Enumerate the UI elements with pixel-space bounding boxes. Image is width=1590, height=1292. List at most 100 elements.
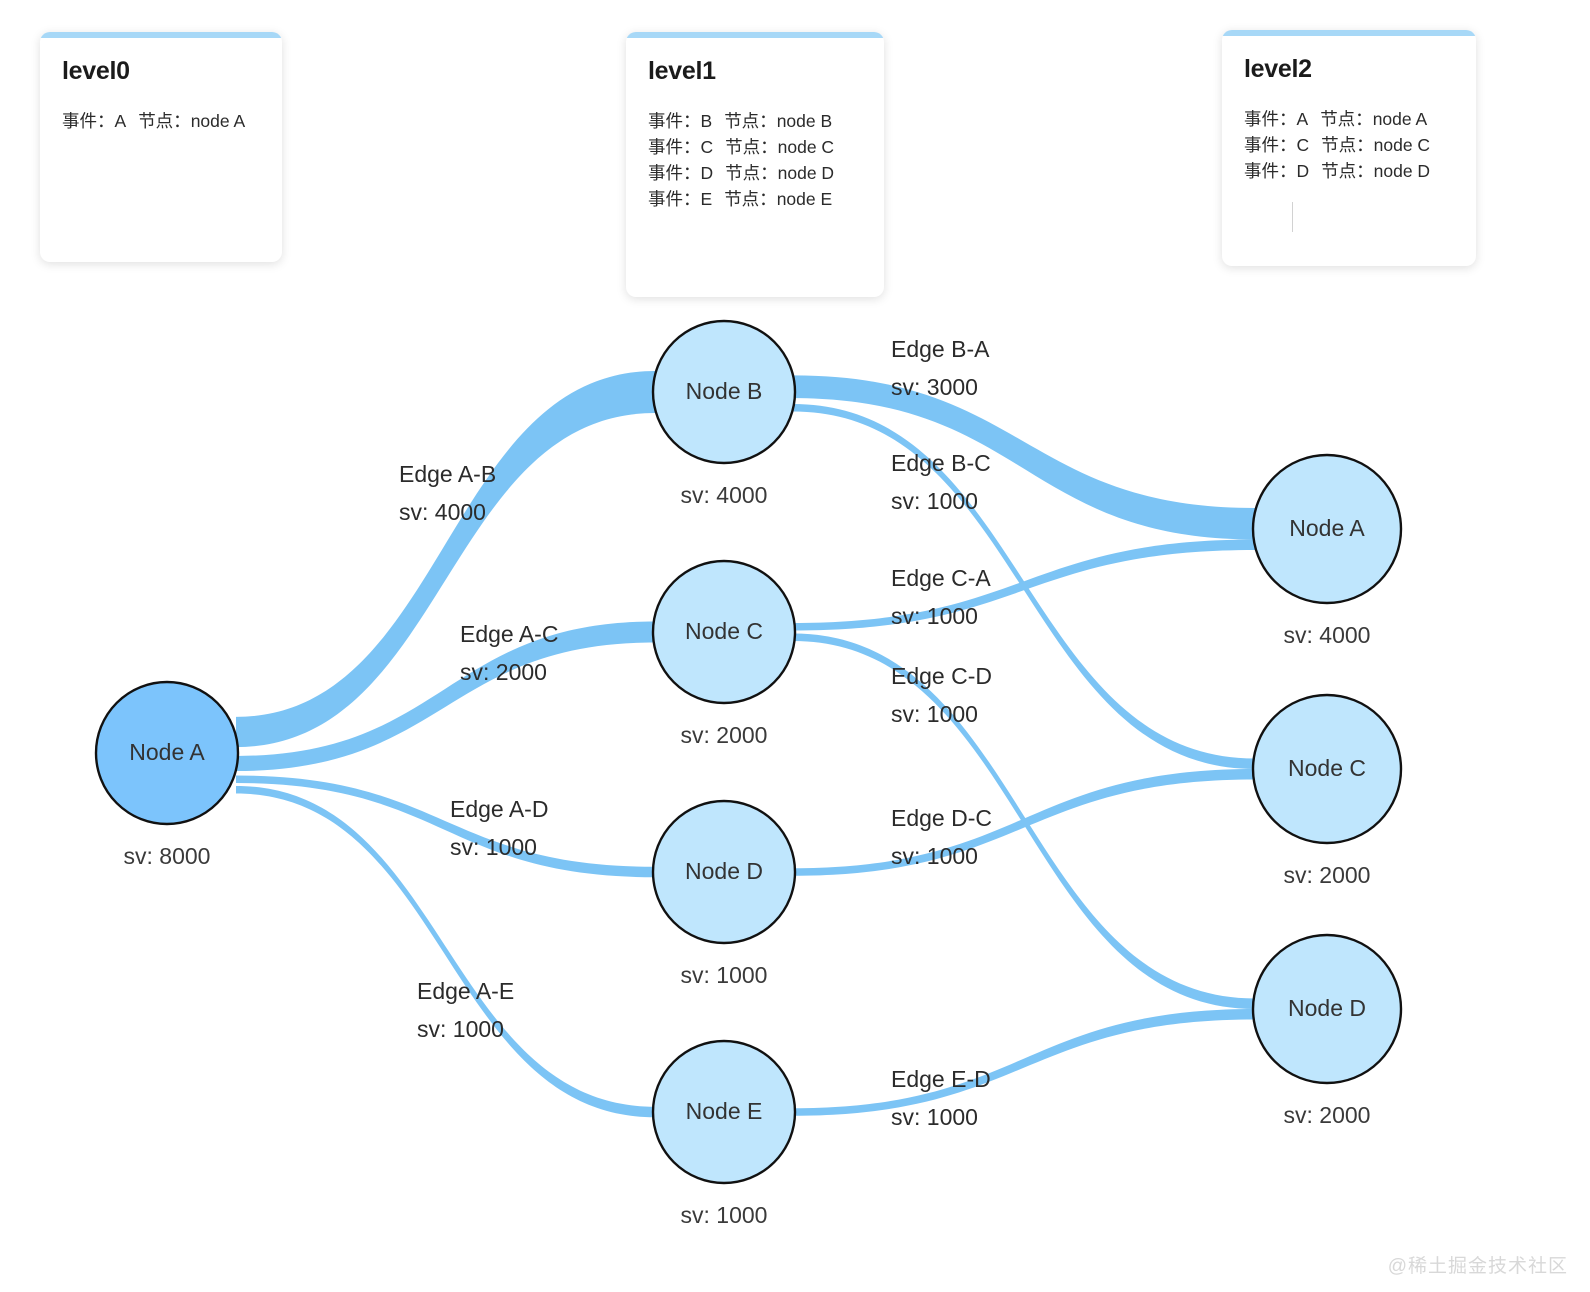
node-value: node D — [777, 162, 835, 183]
event-label: 事件： — [62, 110, 115, 131]
node-circle[interactable] — [651, 1039, 797, 1185]
node-circle[interactable] — [651, 799, 797, 945]
edge-label-d-c: Edge D-C sv: 1000 — [891, 805, 992, 869]
node-sv-label: sv: 8000 — [124, 843, 211, 869]
node-label: Node D — [685, 858, 763, 884]
node-circle[interactable] — [1251, 933, 1403, 1085]
node-sv-label: sv: 2000 — [681, 722, 768, 748]
event-label: 事件： — [648, 162, 701, 183]
event-value: D — [700, 162, 714, 183]
event-label: 事件： — [648, 110, 701, 131]
level-card-row: 事件：E 节点：node E — [648, 186, 862, 212]
node-sv-label: sv: 4000 — [681, 482, 768, 508]
edge-label-c-a: Edge C-Asv: 1000 — [891, 565, 991, 629]
sankey-edge-c-a[interactable] — [793, 539, 1255, 631]
edge-sv-label: sv: 1000 — [891, 488, 978, 514]
edge-sv-label: sv: 3000 — [891, 374, 978, 400]
edge-label-a-d: Edge A-D sv: 1000 — [450, 796, 548, 860]
edge-label-a-c: Edge A-C sv: 2000 — [460, 621, 558, 685]
node-circle[interactable] — [651, 319, 797, 465]
edge-sv-label: sv: 1000 — [417, 1016, 504, 1042]
edge-name-label: Edge A-C — [460, 621, 558, 647]
sankey-node-l1-e[interactable]: Node Esv: 1000 — [651, 1039, 797, 1228]
node-value: node C — [777, 136, 835, 157]
node-label: Node C — [1288, 755, 1366, 781]
event-value: B — [700, 110, 713, 131]
node-label: 节点： — [725, 136, 778, 157]
sankey-node-l2-c[interactable]: Node Csv: 2000 — [1251, 693, 1403, 888]
node-sv-label: sv: 4000 — [1284, 622, 1371, 648]
edge-name-label: Edge C-A — [891, 565, 991, 591]
watermark: @稀土掘金技术社区 — [1387, 1256, 1568, 1277]
sankey-node-l1-d[interactable]: Node Dsv: 1000 — [651, 799, 797, 988]
event-value: E — [700, 188, 713, 209]
sankey-edge-a-c[interactable] — [236, 621, 655, 772]
sankey-edge-b-a[interactable] — [793, 375, 1255, 540]
level-card-title: level2 — [1244, 55, 1312, 83]
edge-sv-label: sv: 1000 — [891, 1104, 978, 1130]
edge-label-a-b: Edge A-Bsv: 4000 — [399, 461, 496, 525]
sankey-node-l2-d[interactable]: Node Dsv: 2000 — [1251, 933, 1403, 1128]
edge-sv-label: sv: 1000 — [891, 701, 978, 727]
sankey-node-l1-b[interactable]: Node B sv: 4000 — [651, 319, 797, 508]
sankey-edge-e-d[interactable] — [793, 1009, 1255, 1116]
sankey-node-l1-c[interactable]: Node C sv: 2000 — [651, 559, 797, 748]
node-label: Node E — [686, 1098, 763, 1124]
node-circle[interactable] — [1251, 453, 1403, 605]
node-circle[interactable] — [94, 680, 240, 826]
node-label: Node B — [686, 378, 763, 404]
sankey-edge-a-e[interactable] — [236, 785, 655, 1118]
node-value: node E — [776, 188, 833, 209]
edge-sv-label: sv: 1000 — [450, 834, 537, 860]
node-value: node B — [776, 110, 833, 131]
edge-label-b-a: Edge B-A sv: 3000 — [891, 336, 990, 400]
edge-name-label: Edge A-D — [450, 796, 548, 822]
edge-name-label: Edge B-A — [891, 336, 990, 362]
node-value: node D — [1373, 160, 1431, 181]
node-circle[interactable] — [651, 559, 797, 705]
node-label: 节点： — [138, 110, 191, 131]
event-value: A — [114, 110, 127, 131]
event-label: 事件： — [648, 188, 701, 209]
sankey-node-l2-a[interactable]: Node Asv: 4000 — [1251, 453, 1403, 648]
sankey-edge-d-c[interactable] — [793, 769, 1255, 876]
edge-sv-label: sv: 2000 — [460, 659, 547, 685]
node-circle[interactable] — [1251, 693, 1403, 845]
node-label: 节点： — [1321, 160, 1374, 181]
level-card-title: level0 — [62, 57, 130, 85]
edge-label-a-e: Edge A-E sv: 1000 — [417, 978, 514, 1042]
node-label: Node C — [685, 618, 763, 644]
sankey-edge-a-d[interactable] — [236, 775, 655, 878]
event-label: 事件： — [1244, 160, 1297, 181]
event-value: A — [1296, 108, 1309, 129]
edge-sv-label: sv: 1000 — [891, 843, 978, 869]
edge-label-e-d: Edge E-Dsv: 1000 — [891, 1066, 991, 1130]
event-value: D — [1296, 160, 1310, 181]
text-cursor — [1292, 202, 1293, 232]
level-card-row: 事件：D 节点：node D — [1244, 158, 1454, 184]
event-label: 事件： — [1244, 134, 1297, 155]
edge-name-label: Edge D-C — [891, 805, 992, 831]
node-label: 节点： — [1321, 134, 1374, 155]
edge-name-label: Edge A-B — [399, 461, 496, 487]
node-label: Node A — [129, 739, 205, 765]
node-value: node A — [1372, 108, 1428, 129]
node-label: 节点： — [724, 110, 777, 131]
node-label: 节点： — [724, 188, 777, 209]
sankey-edge-a-b[interactable] — [236, 371, 655, 748]
sankey-node-l0-a[interactable]: Node A sv: 8000 — [94, 680, 240, 869]
edge-label-b-c: Edge B-Csv: 1000 — [891, 450, 991, 514]
edges-layer — [236, 371, 1255, 1118]
edge-name-label: Edge A-E — [417, 978, 514, 1004]
node-label: Node D — [1288, 995, 1366, 1021]
